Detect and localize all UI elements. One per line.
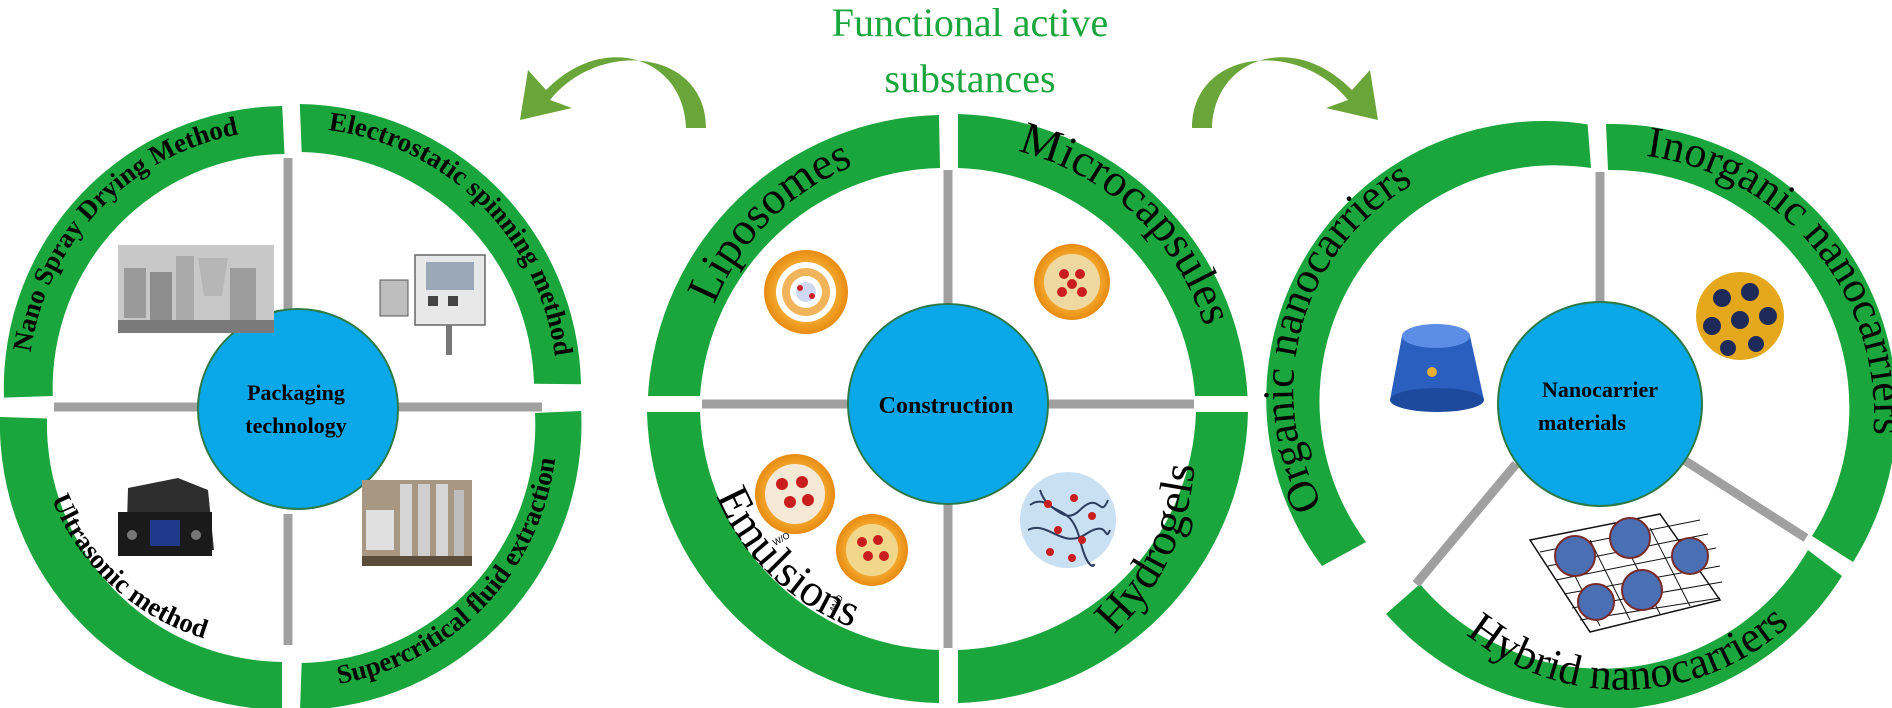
arrow-to-packaging	[520, 57, 706, 128]
arrow-to-nanocarriers	[1192, 57, 1378, 128]
hub-construction	[847, 303, 1049, 505]
wheel-packaging-technology: Packaging technology Nano Spray Drying M…	[0, 104, 582, 708]
ring-segment-organic	[1266, 120, 1591, 566]
liposome-icon	[764, 250, 848, 334]
title-line-2: substances	[884, 56, 1055, 101]
organic-nanocarrier-icon	[1390, 324, 1484, 412]
hub-label-line-2: materials	[1538, 410, 1626, 435]
hydrogel-icon	[1020, 472, 1116, 568]
emulsion-icon: W/O O/W	[755, 454, 908, 614]
hub-label-line-1: Construction	[879, 393, 1014, 419]
spokes	[54, 158, 542, 645]
diagram-title: Functional active substances	[832, 0, 1109, 101]
ring-segment-hybrid	[1386, 550, 1842, 708]
ring-segment-liposomes	[648, 115, 940, 396]
microcapsule-icon	[1034, 244, 1110, 320]
spokes	[1412, 172, 1809, 587]
ring-segment-hydrogels	[958, 412, 1248, 703]
hub-nanocarrier-materials	[1497, 301, 1703, 507]
ring-segment-supercritical	[300, 411, 582, 708]
ring-segment-electrostatic	[299, 104, 581, 385]
hub-packaging-technology	[197, 308, 399, 510]
hub-label-line-1: Nanocarrier	[1542, 377, 1658, 402]
hybrid-nanocarrier-icon	[1528, 513, 1723, 633]
ring-segment-emulsions	[647, 412, 939, 703]
ring-segment-microcapsules	[958, 114, 1248, 396]
hub-label-line-2: technology	[245, 413, 346, 438]
electrospinning-apparatus-photo	[379, 254, 486, 355]
segment-label-organic: Organic nanocarriers	[1254, 151, 1419, 522]
spray-dryer-photo	[118, 245, 274, 333]
wheel-nanocarrier-materials: Nanocarrier materials Organic nanocarrie…	[1254, 117, 1892, 708]
hub-label-line-1: Packaging	[247, 380, 345, 405]
ultrasonic-device-photo	[118, 478, 214, 556]
spokes	[702, 170, 1194, 648]
title-line-1: Functional active	[832, 0, 1109, 45]
ring-segment-nano-spray	[3, 106, 285, 398]
ring-segment-ultrasonic	[0, 417, 282, 708]
inorganic-nanocarrier-icon	[1696, 272, 1784, 360]
supercritical-extractor-photo	[362, 480, 472, 566]
wheel-construction: Construction Liposomes Microcapsules Hyd…	[647, 112, 1248, 703]
ring-segment-inorganic	[1606, 123, 1892, 562]
